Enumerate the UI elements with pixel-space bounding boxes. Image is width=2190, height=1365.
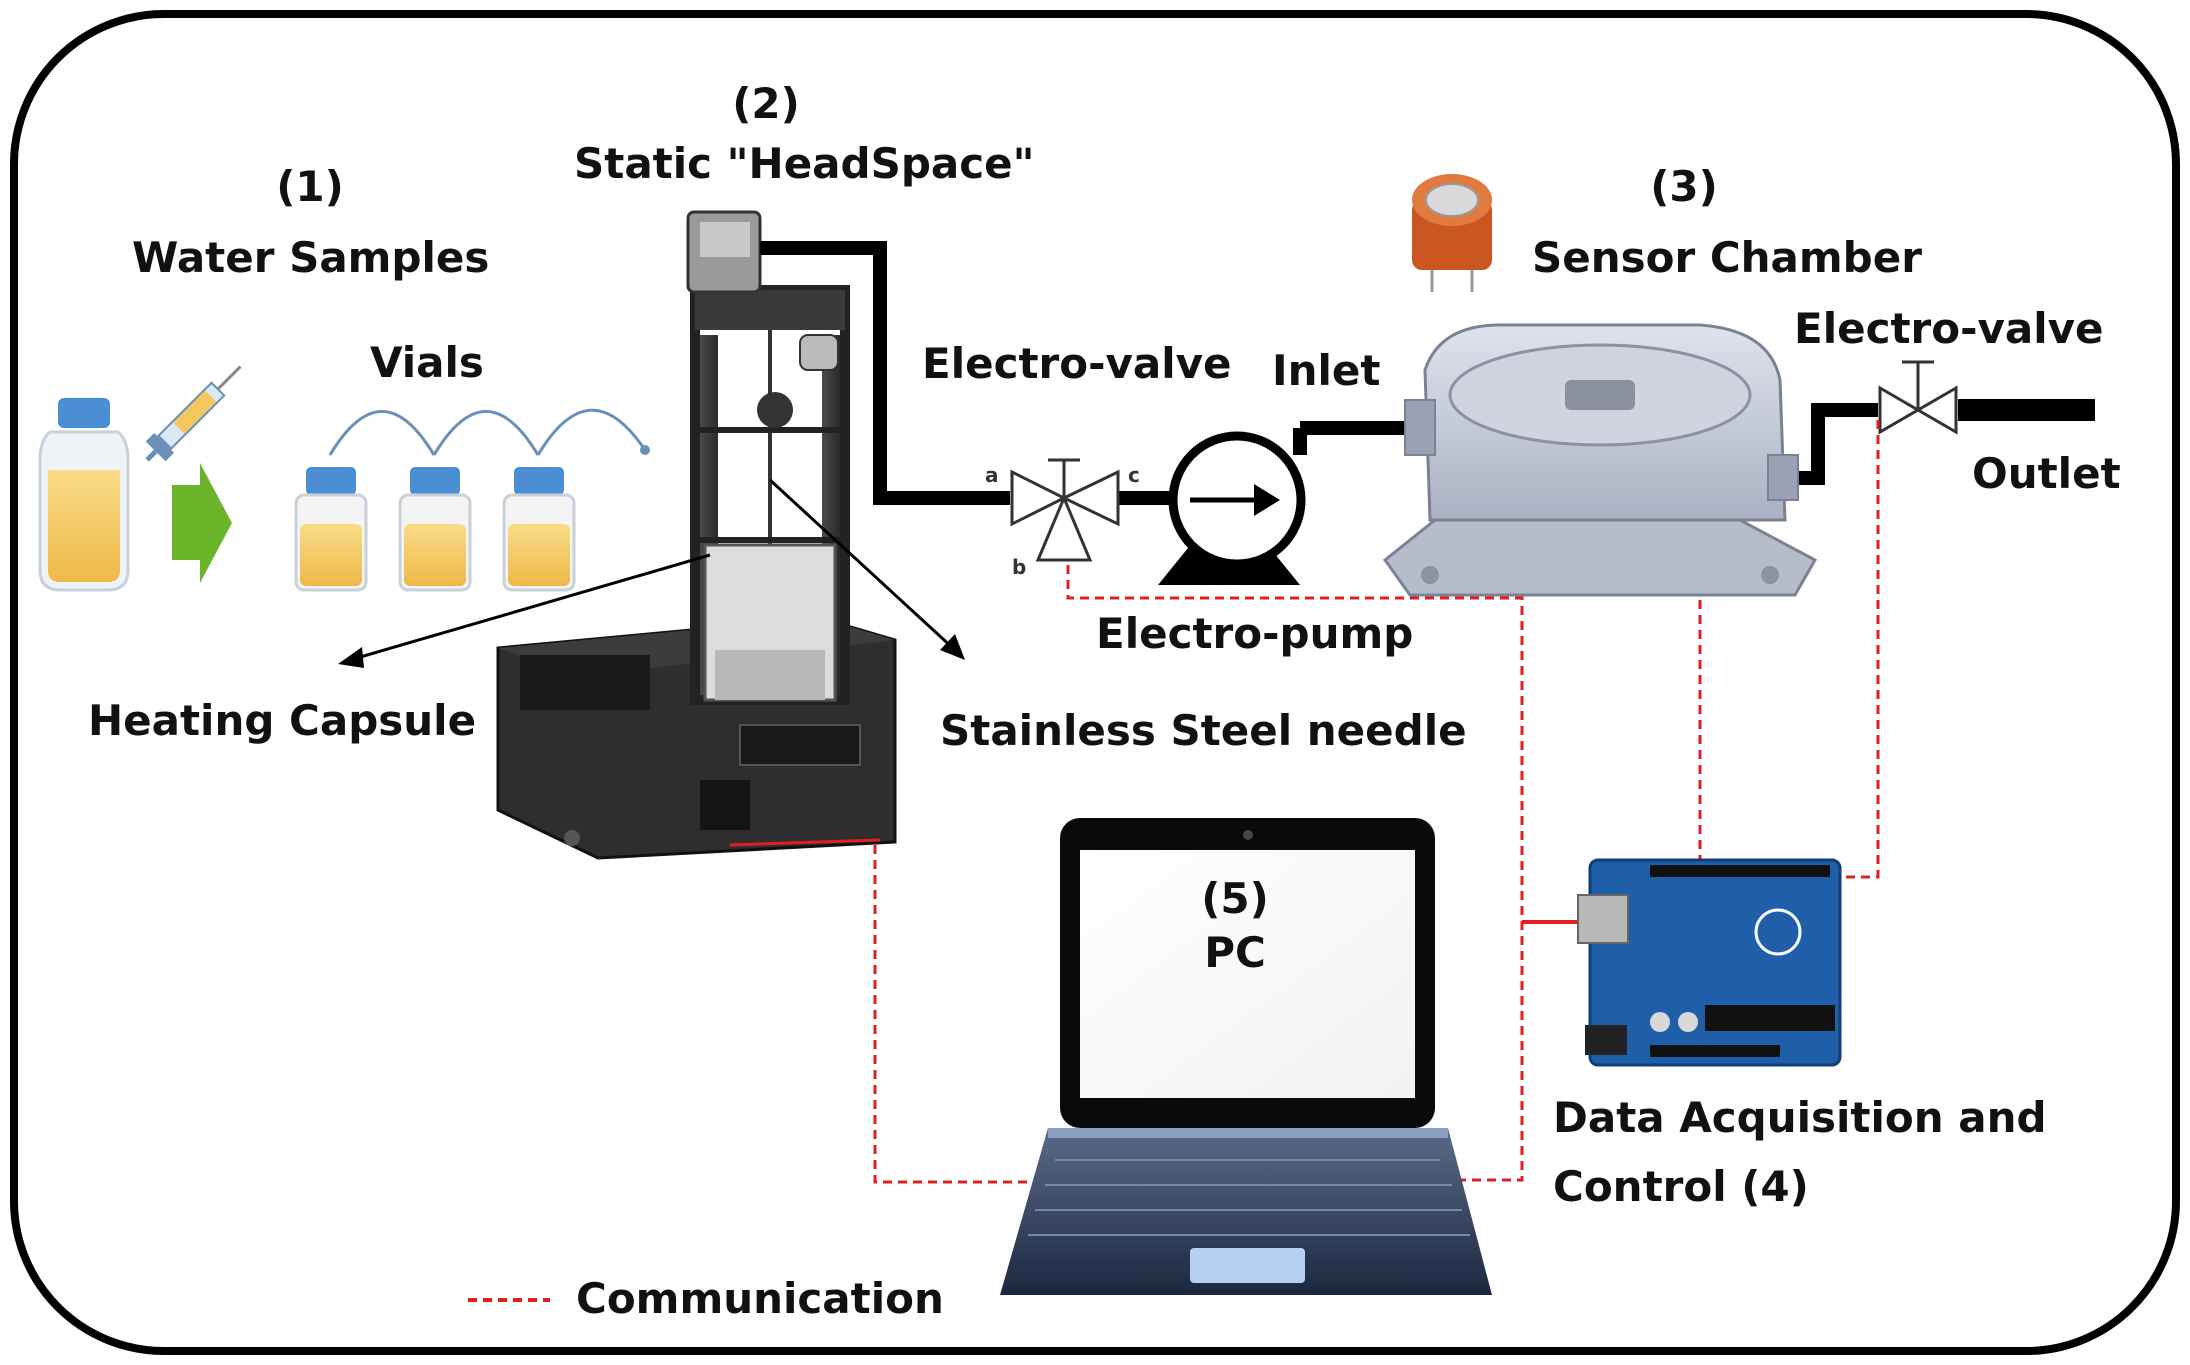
static-headspace-label: Static "HeadSpace": [574, 139, 1035, 188]
gas-sensor-icon: [1412, 174, 1492, 292]
vial-2: [398, 467, 472, 592]
step-5-number: (5): [1201, 874, 1269, 923]
vial-1: [294, 467, 368, 592]
headspace-unit: [496, 210, 897, 860]
port-a-label: a: [985, 463, 999, 487]
sample-bottle: [38, 398, 130, 592]
three-way-valve: [1010, 458, 1120, 562]
port-c-label: c: [1128, 463, 1140, 487]
syringe-icon: [145, 365, 242, 462]
step-3-number: (3): [1650, 162, 1718, 211]
communication-lines: [873, 420, 1880, 1184]
vial-transfer-arcs: [328, 408, 647, 456]
vial-3: [502, 467, 576, 592]
green-arrow-icon: [172, 463, 232, 583]
pointer-heating-capsule: [349, 553, 711, 662]
port-b-label: b: [1012, 555, 1026, 579]
electro-pump: [1158, 428, 1307, 585]
electro-valve-left-label: Electro-valve: [922, 339, 1232, 388]
legend-communication-label: Communication: [576, 1274, 944, 1323]
vials-label: Vials: [370, 338, 484, 387]
heating-capsule-label: Heating Capsule: [88, 696, 477, 745]
stainless-steel-needle-label: Stainless Steel needle: [940, 706, 1467, 755]
sensor-chamber: [1382, 323, 1818, 597]
daq-label-line2: Control (4): [1553, 1162, 1809, 1211]
water-samples-label: Water Samples: [132, 233, 490, 282]
step-1-number: (1): [276, 162, 344, 211]
pointer-needle: [768, 478, 957, 652]
electro-valve-right-label: Electro-valve: [1794, 304, 2104, 353]
sensor-chamber-label: Sensor Chamber: [1532, 233, 1922, 282]
two-way-valve: [1878, 360, 1958, 435]
electro-pump-label: Electro-pump: [1096, 609, 1414, 658]
laptop: [1000, 818, 1492, 1295]
inlet-label: Inlet: [1272, 346, 1381, 395]
outer-frame: [10, 10, 2180, 1355]
arduino-board: [1577, 858, 1842, 1067]
pc-label: PC: [1204, 928, 1266, 977]
step-2-number: (2): [732, 79, 800, 128]
outlet-label: Outlet: [1972, 449, 2121, 498]
daq-label-line1: Data Acquisition and: [1553, 1093, 2047, 1142]
